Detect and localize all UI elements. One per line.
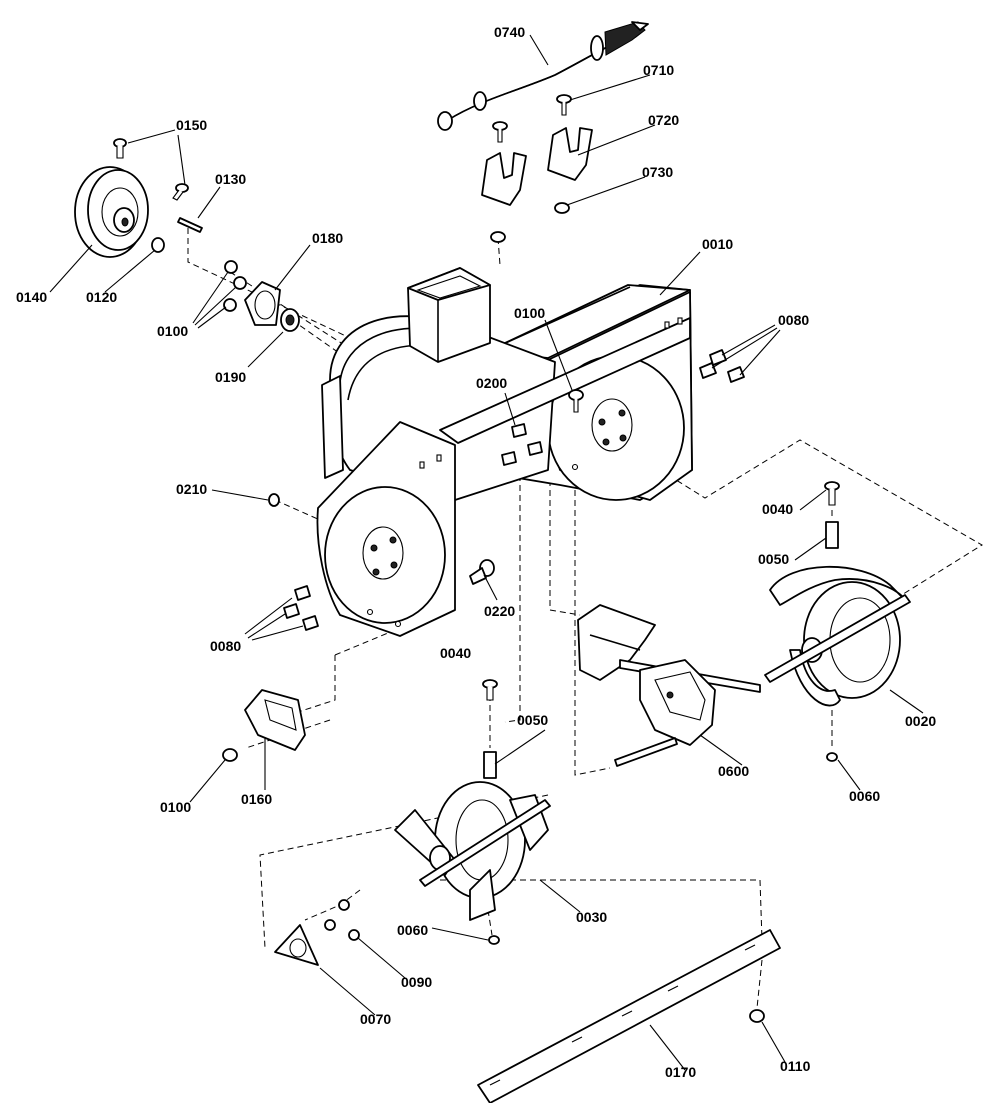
callout-0710: 0710 <box>643 62 674 78</box>
callout-0130: 0130 <box>215 171 246 187</box>
nut-0060-right <box>826 752 838 762</box>
skid-shoe <box>244 689 306 751</box>
chute-bracket <box>481 127 593 206</box>
key-0130 <box>177 217 203 233</box>
nut-0730 <box>490 202 570 243</box>
callout-0060-b: 0060 <box>397 922 428 938</box>
nuts-0090 <box>324 899 360 941</box>
callout-0050-a: 0050 <box>758 551 789 567</box>
callout-0080-b: 0080 <box>210 638 241 654</box>
callout-0180: 0180 <box>312 230 343 246</box>
bearing-assembly <box>223 260 300 332</box>
callout-0020: 0020 <box>905 713 936 729</box>
callout-0090: 0090 <box>401 974 432 990</box>
scraper-bar <box>477 929 781 1103</box>
nut-0060-left <box>488 935 500 945</box>
fitting-0210 <box>268 493 280 507</box>
spacer-0050-left <box>483 751 497 779</box>
callout-0050-b: 0050 <box>517 712 548 728</box>
chute-crank-rod <box>437 21 649 131</box>
auger-right <box>764 565 911 707</box>
shear-bolt-0040-right <box>824 481 840 506</box>
callout-0100-b: 0100 <box>514 305 545 321</box>
callout-0220: 0220 <box>484 603 515 619</box>
spacer-0050-right <box>825 521 839 549</box>
nut-0110 <box>749 1009 765 1023</box>
callout-0100-c: 0100 <box>160 799 191 815</box>
callout-0010: 0010 <box>702 236 733 252</box>
callout-0740: 0740 <box>494 24 525 40</box>
callout-0720: 0720 <box>648 112 679 128</box>
flange-bearing <box>274 924 319 966</box>
callout-0070: 0070 <box>360 1011 391 1027</box>
callout-0040-a: 0040 <box>762 501 793 517</box>
gearbox <box>577 604 761 767</box>
callout-0040-b: 0040 <box>440 645 471 661</box>
callout-0200: 0200 <box>476 375 507 391</box>
bolt-0710 <box>492 94 572 143</box>
nut-0100 <box>222 748 238 762</box>
callout-0730: 0730 <box>642 164 673 180</box>
callout-0060-a: 0060 <box>849 788 880 804</box>
callout-0110: 0110 <box>780 1058 811 1074</box>
callout-0150: 0150 <box>176 117 207 133</box>
callout-0030: 0030 <box>576 909 607 925</box>
screw-0100 <box>568 389 584 413</box>
callout-0100-a: 0100 <box>157 323 188 339</box>
auger-left <box>394 781 551 921</box>
leader-lines <box>49 34 924 1071</box>
callout-0600: 0600 <box>718 763 749 779</box>
bolt-0220 <box>469 559 495 585</box>
callout-0210: 0210 <box>176 481 207 497</box>
callout-0080-a: 0080 <box>778 312 809 328</box>
callout-0190: 0190 <box>215 369 246 385</box>
callout-0160: 0160 <box>241 791 272 807</box>
bolt-0150 <box>113 138 189 201</box>
callout-0140: 0140 <box>16 289 47 305</box>
callout-0120: 0120 <box>86 289 117 305</box>
callout-0170: 0170 <box>665 1064 696 1080</box>
shear-bolt-0040-left <box>482 679 498 701</box>
callout-labels: 0740 0710 0720 0730 0150 0130 0140 0120 … <box>16 24 936 1080</box>
bolt-0200 <box>501 423 543 466</box>
bolt-0080-left <box>283 585 319 631</box>
auger-housing <box>316 267 693 637</box>
spacer-0120 <box>151 237 165 253</box>
pulley <box>74 166 149 258</box>
